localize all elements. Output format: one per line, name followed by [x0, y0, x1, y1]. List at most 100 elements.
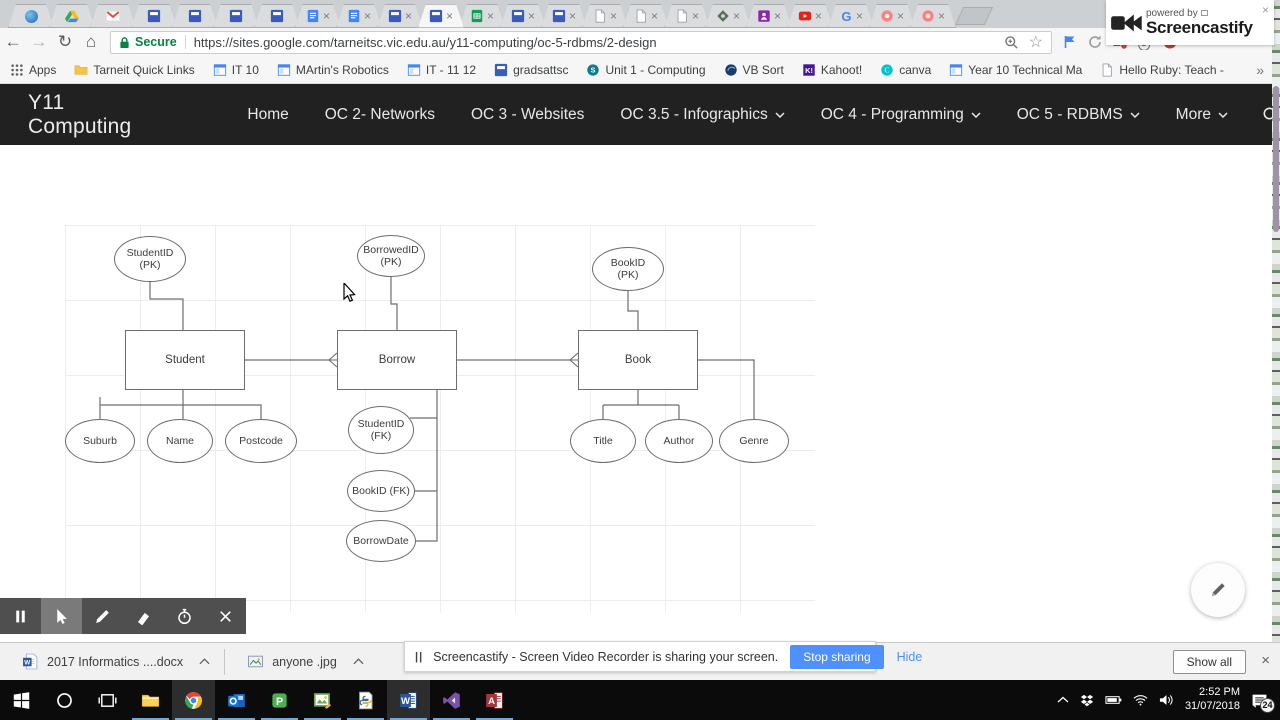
browser-tab[interactable]: × — [787, 4, 833, 28]
bookmark-item[interactable]: Hello Ruby: Teach - — [1100, 63, 1224, 77]
flag-icon[interactable] — [1062, 34, 1078, 50]
downloads-close-icon[interactable]: × — [1261, 652, 1270, 669]
tab-close-icon[interactable]: × — [773, 9, 781, 23]
tab-close-icon[interactable]: × — [404, 9, 412, 23]
taskbar-cortana-button[interactable] — [43, 680, 86, 720]
taskbar-visual-studio-button[interactable] — [430, 680, 473, 720]
taskbar-python-file-button[interactable] — [344, 680, 387, 720]
browser-tab[interactable]: × — [705, 4, 751, 28]
recorder-timer-button[interactable] — [164, 598, 205, 634]
browser-tab[interactable]: × — [541, 4, 587, 28]
nav-item-oc-3-websites[interactable]: OC 3 - Websites — [471, 106, 584, 124]
tab-close-icon[interactable]: × — [527, 9, 535, 23]
taskbar-start-button[interactable] — [0, 680, 43, 720]
browser-tab[interactable]: × — [582, 4, 628, 28]
bookmark-item[interactable]: gradsattsc — [494, 63, 568, 77]
wifi-icon[interactable] — [1133, 694, 1148, 706]
tab-close-icon[interactable]: × — [896, 9, 904, 23]
tab-close-icon[interactable]: × — [855, 9, 863, 23]
browser-tab[interactable]: × — [295, 4, 341, 28]
zoom-icon[interactable] — [1004, 35, 1019, 50]
bookmark-item[interactable]: K!Kahoot! — [802, 63, 862, 77]
taskbar-photo-viewer-button[interactable] — [301, 680, 344, 720]
bookmark-item[interactable]: Apps — [10, 63, 56, 77]
nav-item-oc-3-5-infographics[interactable]: OC 3.5 - Infographics — [620, 106, 785, 124]
show-all-button[interactable]: Show all — [1172, 650, 1246, 674]
back-icon[interactable]: ← — [4, 32, 22, 51]
bookmark-item[interactable]: Year 10 Technical Ma — [949, 63, 1082, 77]
recorder-close-button[interactable] — [205, 598, 246, 634]
browser-tab[interactable] — [254, 4, 300, 28]
tab-close-icon[interactable]: × — [732, 9, 740, 23]
new-tab-button[interactable] — [954, 7, 994, 25]
taskbar-planner-button[interactable]: P — [258, 680, 301, 720]
recorder-cursor-button[interactable] — [41, 598, 82, 634]
tab-close-icon[interactable]: × — [691, 9, 699, 23]
taskbar-outlook-button[interactable] — [215, 680, 258, 720]
browser-tab[interactable]: × — [910, 4, 956, 28]
browser-tab[interactable] — [131, 4, 177, 28]
browser-tab[interactable]: × — [459, 4, 505, 28]
taskbar-file-explorer-button[interactable] — [129, 680, 172, 720]
bookmark-item[interactable]: IT - 11 12 — [407, 63, 476, 77]
bookmark-star-icon[interactable]: ☆ — [1028, 34, 1043, 51]
nav-item-more[interactable]: More — [1176, 106, 1228, 124]
browser-tab[interactable]: × — [500, 4, 546, 28]
browser-tab[interactable] — [213, 4, 259, 28]
nav-item-oc-5-rdbms[interactable]: OC 5 - RDBMS — [1017, 106, 1140, 124]
stop-sharing-button[interactable]: Stop sharing — [790, 644, 884, 669]
volume-icon[interactable] — [1159, 694, 1174, 706]
overlay-close-icon[interactable]: × — [1261, 3, 1269, 17]
taskbar-word-button[interactable]: W — [387, 680, 430, 720]
recorder-pause-button[interactable] — [0, 598, 41, 634]
browser-tab-active[interactable]: × — [418, 4, 464, 28]
home-icon[interactable]: ⌂ — [85, 32, 97, 51]
nav-item-oc-4-programming[interactable]: OC 4 - Programming — [821, 106, 981, 124]
url-text[interactable]: https://sites.google.com/tarneitsc.vic.e… — [193, 34, 657, 50]
download-item[interactable]: anyone .jpg — [225, 653, 378, 670]
bookmark-item[interactable]: IT 10 — [213, 63, 259, 77]
recorder-eraser-button[interactable] — [123, 598, 164, 634]
browser-tab[interactable]: × — [869, 4, 915, 28]
action-center-icon[interactable]: 24 — [1251, 692, 1275, 713]
browser-tab[interactable] — [172, 4, 218, 28]
chevron-up-icon[interactable] — [1057, 696, 1069, 704]
browser-tab[interactable] — [49, 4, 95, 28]
browser-tab[interactable]: × — [377, 4, 423, 28]
hide-link[interactable]: Hide — [896, 649, 923, 664]
bookmarks-overflow-icon[interactable]: » — [1256, 61, 1264, 78]
edit-page-button[interactable] — [1191, 563, 1245, 617]
chevron-up-icon[interactable] — [191, 658, 210, 665]
nav-item-oc-2-networks[interactable]: OC 2- Networks — [325, 106, 435, 124]
nav-item-home[interactable]: Home — [247, 106, 288, 124]
forward-icon[interactable]: → — [30, 32, 48, 51]
tab-close-icon[interactable]: × — [445, 9, 453, 23]
taskbar-access-button[interactable]: A — [473, 680, 516, 720]
recorder-pen-button[interactable] — [82, 598, 123, 634]
browser-tab[interactable] — [8, 4, 54, 28]
chevron-up-icon[interactable] — [345, 658, 364, 665]
battery-icon[interactable] — [1105, 695, 1122, 705]
browser-tab[interactable]: × — [623, 4, 669, 28]
site-title[interactable]: Y11 Computing — [28, 90, 132, 138]
tab-close-icon[interactable]: × — [363, 9, 371, 23]
browser-tab[interactable]: × — [746, 4, 792, 28]
taskbar-clock[interactable]: 2:52 PM 31/07/2018 — [1185, 686, 1240, 714]
browser-tab[interactable] — [90, 4, 136, 28]
tab-close-icon[interactable]: × — [486, 9, 494, 23]
tab-close-icon[interactable]: × — [937, 9, 945, 23]
bookmark-item[interactable]: Tarneit Quick Links — [74, 63, 195, 77]
taskbar-chrome-button[interactable] — [172, 680, 215, 720]
browser-tab[interactable]: G× — [828, 4, 874, 28]
tab-close-icon[interactable]: × — [609, 9, 617, 23]
browser-tab[interactable]: × — [336, 4, 382, 28]
address-bar[interactable]: Secure https://sites.google.com/tarneits… — [110, 30, 1052, 54]
tab-close-icon[interactable]: × — [322, 9, 330, 23]
taskbar-task-view-button[interactable] — [86, 680, 129, 720]
bookmark-item[interactable]: VB Sort — [724, 63, 784, 77]
reload-icon[interactable]: ↻ — [57, 32, 73, 51]
tab-close-icon[interactable]: × — [650, 9, 658, 23]
dropbox-icon[interactable] — [1080, 694, 1094, 707]
